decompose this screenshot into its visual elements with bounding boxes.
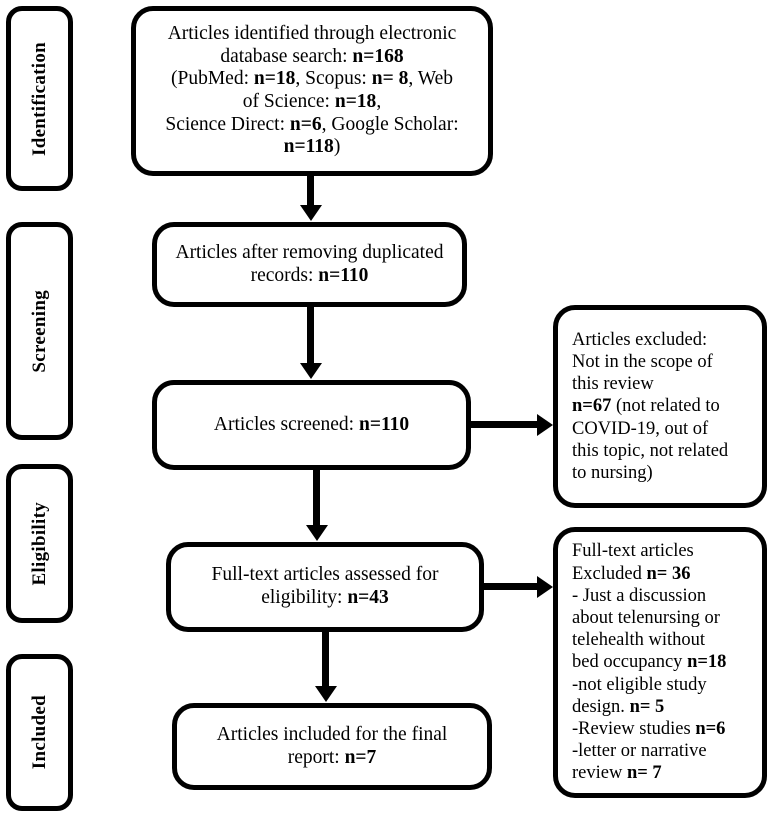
stage-label-included: Included xyxy=(6,654,73,811)
stage-label-identification: Identification xyxy=(6,6,73,191)
arrow-deduplicated-to-screened xyxy=(307,307,314,364)
side-box-excluded-screening-text: Articles excluded: Not in the scope of t… xyxy=(572,329,729,483)
stage-label-identification-text: Identification xyxy=(29,41,50,156)
flow-box-identified: Articles identified through electronic d… xyxy=(131,6,493,176)
side-box-excluded-eligibility: Full-text articles Excluded n= 36 - Just… xyxy=(553,527,767,798)
flow-box-fulltext-assessed-text: Full-text articles assessed for eligibil… xyxy=(211,564,439,608)
stage-label-screening-text: Screening xyxy=(29,289,50,373)
flow-box-included-final-text: Articles included for the final report: … xyxy=(216,723,448,768)
flow-box-included-final: Articles included for the final report: … xyxy=(172,703,492,790)
flow-box-screened: Articles screened: n=110 xyxy=(152,380,471,470)
flow-box-deduplicated-text: Articles after removing duplicated recor… xyxy=(175,241,444,286)
stage-label-eligibility: Eligibility xyxy=(6,464,73,623)
flow-box-screened-text: Articles screened: n=110 xyxy=(213,413,410,435)
arrow-screened-to-excluded xyxy=(471,421,538,428)
flow-box-identified-text: Articles identified through electronic d… xyxy=(165,23,459,158)
arrow-fulltext-to-included xyxy=(322,632,329,687)
side-box-excluded-eligibility-text: Full-text articles Excluded n= 36 - Just… xyxy=(572,541,727,784)
stage-label-eligibility-text: Eligibility xyxy=(29,501,50,586)
stage-label-screening: Screening xyxy=(6,222,73,440)
flow-box-fulltext-assessed: Full-text articles assessed for eligibil… xyxy=(166,542,484,632)
arrow-fulltext-to-excluded xyxy=(484,583,538,590)
arrow-identified-to-deduplicated xyxy=(307,176,314,206)
arrow-screened-to-fulltext xyxy=(313,470,320,526)
flow-box-deduplicated: Articles after removing duplicated recor… xyxy=(152,222,467,307)
side-box-excluded-screening: Articles excluded: Not in the scope of t… xyxy=(553,305,767,508)
stage-label-included-text: Included xyxy=(29,695,50,770)
